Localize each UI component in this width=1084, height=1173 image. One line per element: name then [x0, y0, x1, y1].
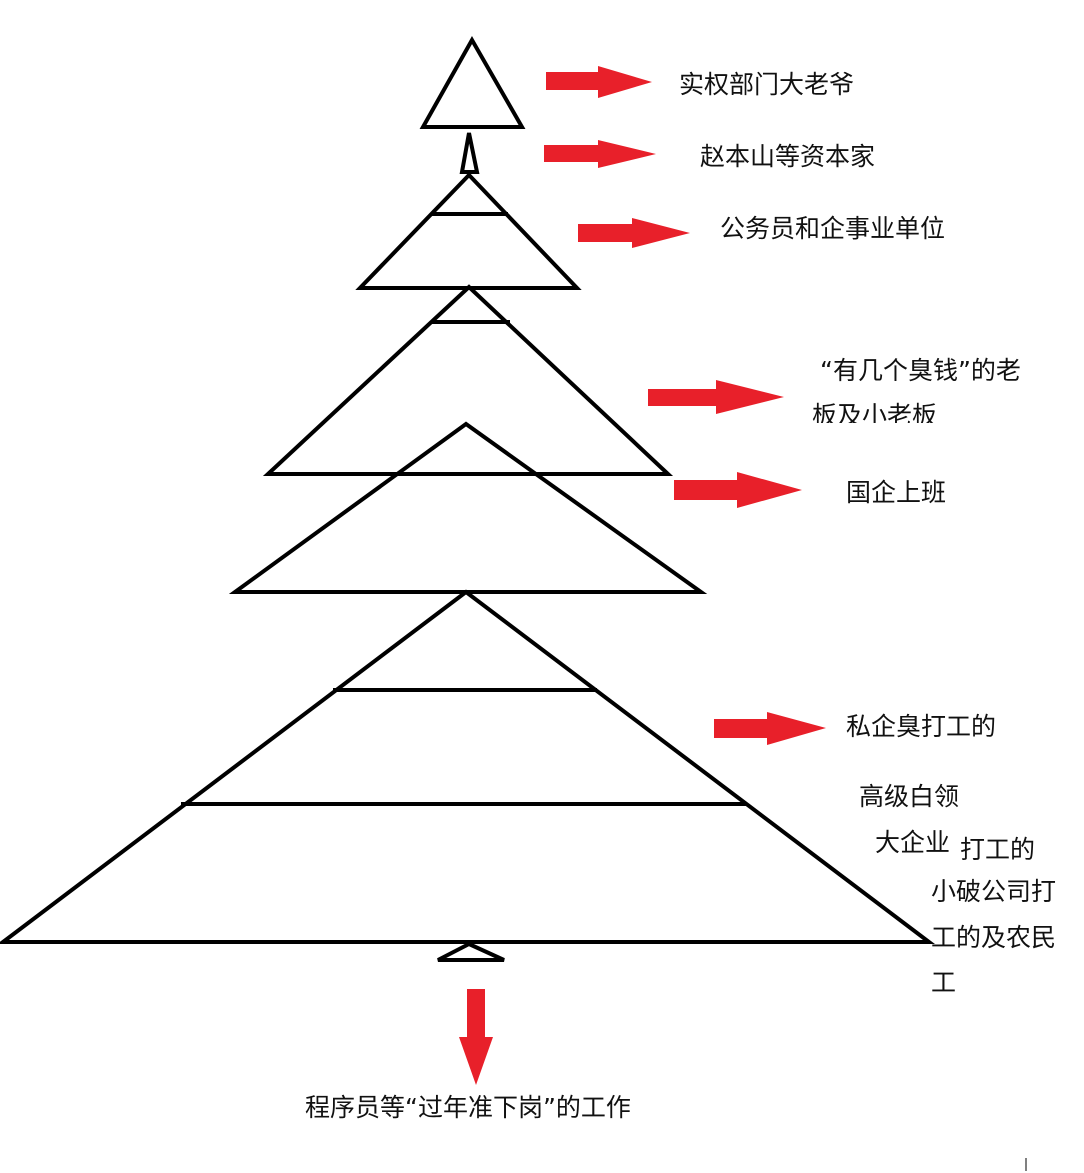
label-top: 实权部门大老爷 [679, 70, 855, 99]
base-small-triangle [437, 941, 505, 962]
tier-3-triangle [228, 421, 708, 594]
label-bottom: 程序员等“过年准下岗”的工作 [305, 1093, 631, 1122]
label-capitalists: 赵本山等资本家 [700, 142, 876, 171]
arrow-right-3 [578, 218, 690, 248]
label-civil-servants: 公务员和企事业单位 [720, 214, 946, 243]
arrow-down [459, 989, 493, 1085]
label-bosses-line1: “有几个臭钱”的老 [820, 356, 1021, 385]
label-soe: 国企上班 [846, 478, 947, 507]
label-bosses-line2: 板及小老板 [812, 401, 938, 423]
label-big-company-a: 大企业 [875, 828, 951, 857]
tier-1-triangle [355, 172, 582, 290]
label-white-collar: 高级白领 [859, 782, 960, 811]
arrow-right-5 [674, 472, 802, 508]
label-big-company-b: 打工的 [960, 835, 1036, 864]
tier-4-triangle [0, 589, 935, 944]
label-private-workers: 私企臭打工的 [846, 712, 997, 741]
label-small-company-line3: 工 [931, 968, 957, 997]
arrow-right-2 [544, 140, 656, 168]
label-small-company-line2: 工的及农民 [931, 923, 1057, 952]
tier-2-triangle [262, 284, 674, 476]
arrow-right-6 [714, 712, 826, 745]
top-triangle [419, 35, 526, 129]
stem-triangle [459, 132, 480, 174]
arrow-right-4 [648, 380, 784, 414]
label-small-company-line1: 小破公司打 [931, 877, 1057, 906]
arrow-right-1 [546, 66, 652, 98]
